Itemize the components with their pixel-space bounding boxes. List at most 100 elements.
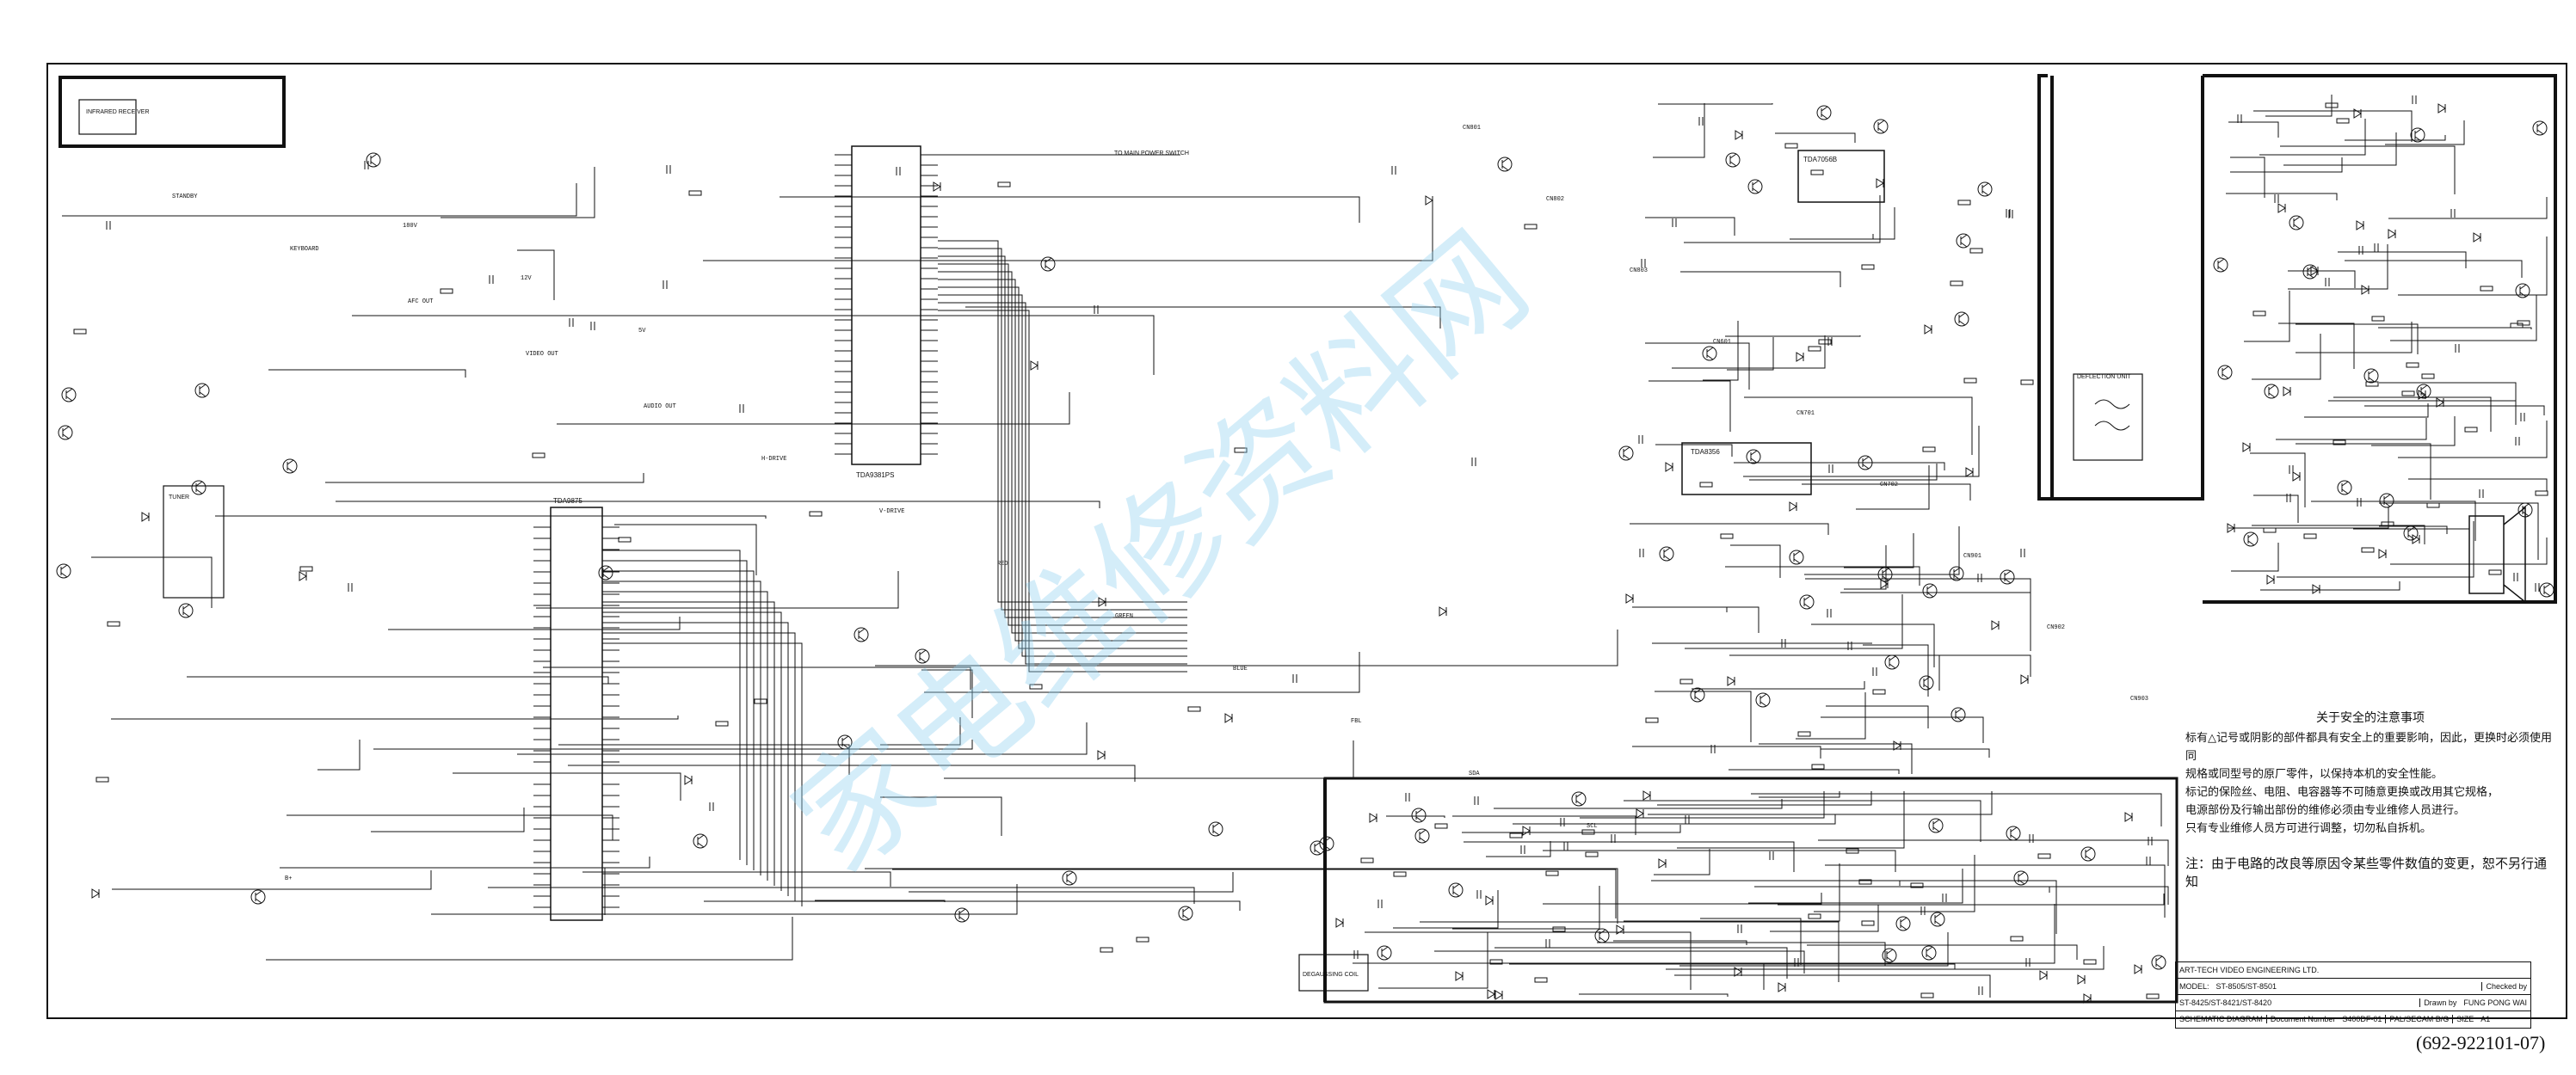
- diode-symbol: [2077, 974, 2086, 985]
- wire: [558, 744, 850, 775]
- capacitor-symbol: [1672, 218, 1677, 227]
- capacitor-symbol: [2479, 489, 2484, 498]
- wire: [2244, 291, 2290, 342]
- diode-symbol: [1924, 324, 1932, 335]
- transistor-symbol: [2302, 264, 2318, 280]
- transistor-symbol: [1789, 550, 1804, 565]
- wire: [1657, 880, 1901, 886]
- wire: [2252, 334, 2321, 380]
- transistor-symbol: [56, 563, 71, 579]
- resistor-symbol: [107, 621, 120, 627]
- transistor-symbol: [1618, 445, 1634, 461]
- wire: [2398, 236, 2548, 296]
- wire: [1863, 644, 1929, 697]
- transistor-symbol: [1659, 546, 1674, 562]
- transistor-symbol: [2213, 257, 2228, 273]
- wire: [1353, 962, 1765, 990]
- capacitor-symbol: [1685, 815, 1690, 824]
- resistor-symbol: [1699, 482, 1713, 488]
- resistor-symbol: [1679, 679, 1693, 685]
- resistor-symbol: [2488, 569, 2502, 575]
- wire: [1744, 396, 1973, 455]
- transistor-symbol: [282, 458, 298, 474]
- capacitor-symbol: [1847, 642, 1852, 650]
- wire: [111, 716, 679, 720]
- micro-ic: TDA9381PS: [851, 145, 921, 479]
- signal-label: B+: [285, 875, 292, 882]
- micro-ic-label: TDA9381PS: [856, 471, 894, 479]
- resistor-symbol: [2010, 936, 2024, 942]
- transistor-symbol: [191, 480, 206, 495]
- transistor-symbol: [1873, 119, 1889, 134]
- transistor-symbol: [1448, 882, 1464, 898]
- capacitor-symbol: [1545, 939, 1550, 948]
- wire: [602, 601, 775, 886]
- transistor-symbol: [954, 907, 970, 923]
- wire: [2296, 323, 2419, 354]
- resistor-symbol: [2421, 373, 2435, 379]
- capacitor-symbol: [1292, 674, 1297, 683]
- resistor-symbol: [1100, 947, 1113, 953]
- capacitor-symbol: [1781, 639, 1786, 648]
- diode-symbol: [1734, 967, 1742, 977]
- wire: [2338, 251, 2467, 268]
- transistor-symbol: [178, 603, 194, 618]
- transistor-symbol: [2410, 127, 2425, 143]
- wire: [1684, 195, 1881, 243]
- diode-symbol: [2353, 108, 2362, 119]
- remote-receiver: INFRARED RECEIVER: [78, 99, 150, 135]
- capacitor-symbol: [2006, 209, 2011, 218]
- signal-label: STANDBY: [172, 194, 198, 200]
- transistor-symbol: [1884, 654, 1900, 670]
- wire: [1630, 523, 1829, 535]
- transistor-symbol: [2013, 870, 2029, 886]
- resistor-symbol: [1950, 280, 1963, 286]
- wire: [1677, 791, 1905, 849]
- wire: [2231, 543, 2279, 572]
- capacitor-symbol: [1827, 609, 1832, 617]
- transistor-symbol: [61, 387, 77, 402]
- wire: [1802, 207, 1895, 240]
- resistor-symbol: [1552, 926, 1566, 932]
- wire: [1844, 533, 1914, 568]
- diode-symbol: [1876, 178, 1884, 188]
- resistor-symbol: [1858, 879, 1872, 885]
- wire: [568, 765, 1136, 782]
- diode-symbol: [1658, 858, 1667, 869]
- diode-symbol: [1735, 130, 1743, 140]
- wire: [1703, 321, 1739, 381]
- transistor-symbol: [1755, 692, 1771, 708]
- capacitor-symbol: [1391, 166, 1396, 175]
- signal-label: AUDIO OUT: [644, 403, 676, 410]
- wire: [1826, 705, 1929, 728]
- wire: [1386, 815, 1445, 818]
- wire: [280, 867, 606, 915]
- model-value-2: ST-8425/ST-8421/ST-8420: [2179, 998, 2272, 1007]
- resistor-symbol: [1910, 882, 1924, 888]
- resistor-symbol: [96, 777, 109, 783]
- wire: [2253, 110, 2413, 142]
- capacitor-symbol: [2008, 210, 2013, 218]
- title-row: MODEL: ST-8505/ST-8501 Checked by: [2176, 979, 2530, 995]
- resistor-symbol: [809, 511, 823, 517]
- capacitor-symbol: [1476, 890, 1482, 899]
- wire: [2345, 260, 2523, 278]
- transistor-symbol: [1702, 346, 1717, 361]
- signal-label: KEYBOARD: [290, 246, 319, 253]
- wire: [2296, 443, 2431, 500]
- capacitor-symbol: [569, 318, 574, 327]
- resistor-symbol: [2406, 362, 2419, 368]
- diode-symbol: [933, 181, 941, 192]
- capacitor-symbol: [348, 583, 353, 592]
- diode-symbol: [2437, 103, 2446, 114]
- resistor-symbol: [2333, 439, 2346, 445]
- wire: [1645, 217, 1735, 236]
- capacitor-symbol: [1377, 900, 1383, 908]
- transistor-symbol: [915, 648, 930, 664]
- transistor-symbol: [194, 383, 210, 398]
- transistor-symbol: [1858, 455, 1873, 470]
- wire: [938, 286, 1187, 649]
- capacitor-symbol: [2237, 114, 2242, 123]
- resistor-symbol: [1957, 200, 1971, 206]
- wire: [1365, 931, 1692, 990]
